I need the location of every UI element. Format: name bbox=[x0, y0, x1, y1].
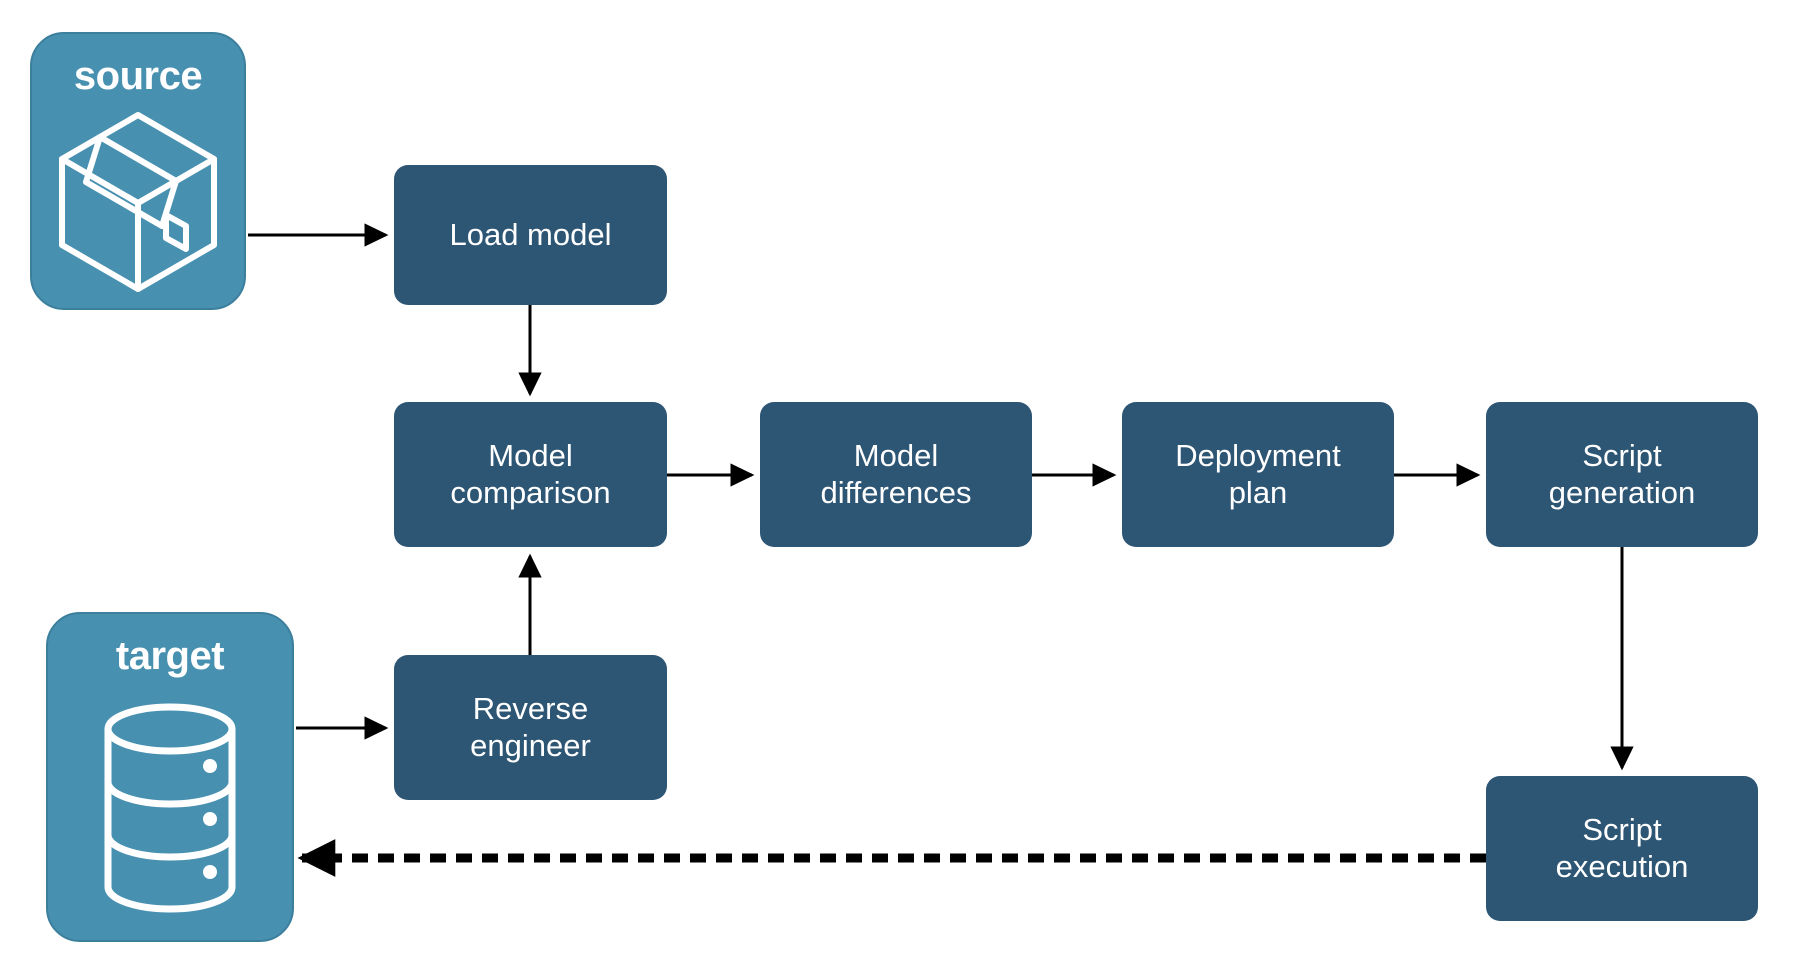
target-node[interactable]: target bbox=[46, 612, 294, 942]
process-script-generation-line-2: generation bbox=[1548, 474, 1696, 510]
process-model-comparison-line-2: comparison bbox=[450, 474, 611, 510]
process-deployment-plan-line-2: plan bbox=[1228, 474, 1288, 510]
process-script-execution-line-1: Script bbox=[1582, 811, 1662, 847]
process-reverse-engineer-line-2: engineer bbox=[470, 727, 591, 763]
source-node-label: source bbox=[73, 54, 203, 98]
process-model-comparison-line-1: Model bbox=[488, 437, 573, 473]
process-reverse-engineer[interactable]: Reverse engineer bbox=[394, 655, 667, 800]
database-cylinder-icon bbox=[48, 676, 292, 940]
process-deployment-plan-line-1: Deployment bbox=[1175, 437, 1341, 473]
process-model-comparison[interactable]: Model comparison bbox=[394, 402, 667, 547]
process-model-differences[interactable]: Model differences bbox=[760, 402, 1032, 547]
process-load-model-line-1: Load model bbox=[449, 216, 612, 252]
process-script-generation[interactable]: Script generation bbox=[1486, 402, 1758, 547]
process-model-differences-line-1: Model bbox=[853, 437, 939, 473]
process-load-model[interactable]: Load model bbox=[394, 165, 667, 305]
process-script-execution-line-2: execution bbox=[1555, 848, 1689, 884]
process-reverse-engineer-line-1: Reverse bbox=[472, 690, 589, 726]
process-model-differences-line-2: differences bbox=[820, 474, 972, 510]
package-box-icon bbox=[32, 96, 244, 308]
process-script-execution[interactable]: Script execution bbox=[1486, 776, 1758, 921]
process-deployment-plan[interactable]: Deployment plan bbox=[1122, 402, 1394, 547]
target-node-label: target bbox=[115, 634, 225, 678]
process-script-generation-line-1: Script bbox=[1582, 437, 1662, 473]
source-node[interactable]: source bbox=[30, 32, 246, 310]
